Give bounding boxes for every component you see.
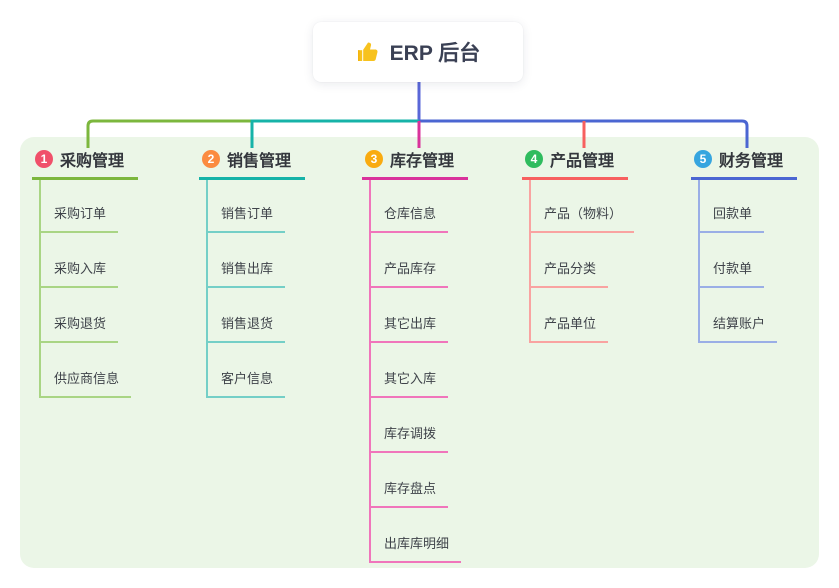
child-node: 销售退货 xyxy=(206,288,305,343)
child-node: 库存盘点 xyxy=(369,453,468,508)
branch-node-inventory[interactable]: 3 库存管理 xyxy=(362,147,469,180)
child-node: 销售出库 xyxy=(206,233,305,288)
child-node: 其它入库 xyxy=(369,343,468,398)
child-node: 产品单位 xyxy=(529,288,634,343)
child-node: 销售订单 xyxy=(206,178,305,233)
branch-inventory: 3 库存管理 仓库信息 产品库存 其它出库 其它入库 库存调拨 库存盘点 出库库… xyxy=(362,147,469,563)
branch-children: 回款单 付款单 结算账户 xyxy=(698,178,797,343)
branch-label: 库存管理 xyxy=(390,153,455,170)
child-node: 采购入库 xyxy=(39,233,138,288)
child-node: 付款单 xyxy=(698,233,797,288)
branch-children: 销售订单 销售出库 销售退货 客户信息 xyxy=(206,178,305,398)
branch-children: 采购订单 采购入库 采购退货 供应商信息 xyxy=(39,178,138,398)
root-node-label: ERP 后台 xyxy=(389,42,481,65)
branch-node-purchase[interactable]: 1 采购管理 xyxy=(32,147,139,180)
branch-sales: 2 销售管理 销售订单 销售出库 销售退货 客户信息 xyxy=(199,147,306,398)
child-node: 结算账户 xyxy=(698,288,797,343)
branch-label: 财务管理 xyxy=(719,153,784,170)
branch-number-badge: 5 xyxy=(694,150,712,168)
thumbs-up-icon xyxy=(356,40,380,64)
branch-product: 4 产品管理 产品（物料） 产品分类 产品单位 xyxy=(522,147,635,343)
root-node[interactable]: ERP 后台 xyxy=(313,22,523,82)
child-node: 库存调拨 xyxy=(369,398,468,453)
branch-children: 仓库信息 产品库存 其它出库 其它入库 库存调拨 库存盘点 出库库明细 xyxy=(369,178,468,563)
branch-children: 产品（物料） 产品分类 产品单位 xyxy=(529,178,635,343)
child-node: 采购订单 xyxy=(39,178,138,233)
child-node: 产品库存 xyxy=(369,233,468,288)
child-node: 产品分类 xyxy=(529,233,634,288)
child-node: 产品（物料） xyxy=(529,178,635,233)
branch-number-badge: 4 xyxy=(525,150,543,168)
child-node: 其它出库 xyxy=(369,288,468,343)
branch-number-badge: 2 xyxy=(202,150,220,168)
branch-finance: 5 财务管理 回款单 付款单 结算账户 xyxy=(691,147,798,343)
child-node: 出库库明细 xyxy=(369,508,468,563)
branch-number-badge: 3 xyxy=(365,150,383,168)
branch-purchase: 1 采购管理 采购订单 采购入库 采购退货 供应商信息 xyxy=(32,147,139,398)
branch-label: 销售管理 xyxy=(227,153,292,170)
branch-label: 产品管理 xyxy=(550,153,615,170)
child-node: 回款单 xyxy=(698,178,797,233)
child-node: 采购退货 xyxy=(39,288,138,343)
branch-label: 采购管理 xyxy=(60,153,125,170)
branch-node-product[interactable]: 4 产品管理 xyxy=(522,147,629,180)
branches-panel-background xyxy=(20,137,819,568)
child-node: 仓库信息 xyxy=(369,178,468,233)
child-node: 供应商信息 xyxy=(39,343,138,398)
branch-number-badge: 1 xyxy=(35,150,53,168)
branch-node-sales[interactable]: 2 销售管理 xyxy=(199,147,306,180)
branch-node-finance[interactable]: 5 财务管理 xyxy=(691,147,798,180)
child-node: 客户信息 xyxy=(206,343,305,398)
